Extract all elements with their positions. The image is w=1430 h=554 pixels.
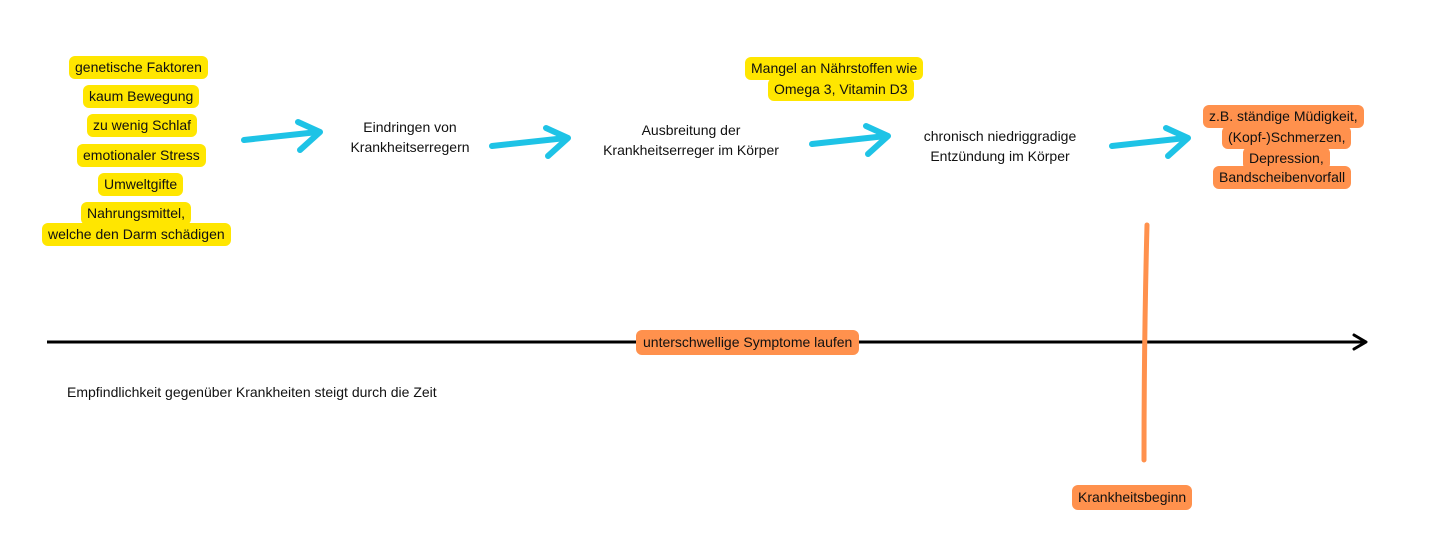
cause-sleep: zu wenig Schlaf xyxy=(87,114,198,137)
nutrient-note-line2: Omega 3, Vitamin D3 xyxy=(768,78,914,101)
nutrient-note-line1: Mangel an Nährstoffen wie xyxy=(745,57,924,80)
symptom-pain: (Kopf-)Schmerzen, xyxy=(1222,126,1352,149)
onset-line xyxy=(1141,222,1150,463)
symptom-depression: Depression, xyxy=(1243,147,1330,170)
step-spread-line2: Krankheitserreger im Körper xyxy=(603,142,779,158)
step-invasion-line2: Krankheitserregern xyxy=(350,139,470,155)
cause-exercise: kaum Bewegung xyxy=(83,85,200,108)
timeline-caption: Empfindlichkeit gegenüber Krankheiten st… xyxy=(67,384,437,400)
symptom-disc: Bandscheibenvorfall xyxy=(1213,166,1352,189)
step-inflammation-line1: chronisch niedriggradige xyxy=(923,128,1077,144)
step-inflammation-line2: Entzündung im Körper xyxy=(930,148,1070,164)
cause-genetics: genetische Faktoren xyxy=(69,56,208,79)
symptom-fatigue: z.B. ständige Müdigkeit, xyxy=(1203,105,1364,128)
flow-arrow-2 xyxy=(489,125,571,159)
cause-food-line2: welche den Darm schädigen xyxy=(42,223,231,246)
step-invasion: Eindringen von Krankheitserregern xyxy=(340,117,480,157)
cause-stress: emotionaler Stress xyxy=(77,144,206,167)
cause-toxins: Umweltgifte xyxy=(98,173,184,196)
step-spread-line1: Ausbreitung der xyxy=(641,122,741,138)
flow-arrow-4 xyxy=(1109,125,1191,159)
flow-arrow-3 xyxy=(809,123,891,157)
step-invasion-line1: Eindringen von xyxy=(363,119,457,135)
onset-label: Krankheitsbeginn xyxy=(1072,485,1193,510)
step-inflammation: chronisch niedriggradige Entzündung im K… xyxy=(905,126,1095,166)
step-spread: Ausbreitung der Krankheitserreger im Kör… xyxy=(586,120,796,160)
timeline-label: unterschwellige Symptome laufen xyxy=(636,330,860,355)
flow-arrow-1 xyxy=(241,119,323,153)
cause-food-line1: Nahrungsmittel, xyxy=(81,202,192,225)
